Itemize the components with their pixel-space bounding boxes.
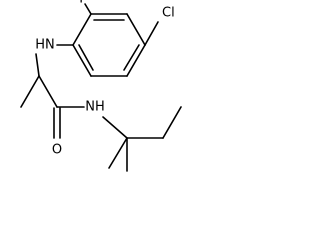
chlorine-label: Cl (162, 6, 175, 21)
fluorine-label: F (79, 0, 86, 7)
cquat-methyl-bond (108, 137, 128, 169)
benzene-ring (72, 13, 146, 77)
ring-bond (72, 44, 92, 77)
ring-bond (126, 44, 146, 77)
aniline-nh-label: HN (35, 38, 55, 53)
calpha-carbonyl-bond (38, 75, 58, 108)
ring-bond (126, 13, 146, 46)
n-cquat-bond (102, 116, 128, 139)
calpha-methyl-bond (20, 75, 40, 108)
ring-double-bond (78, 44, 94, 71)
ethyl-methyl-bond (162, 106, 182, 139)
ring-bond (72, 13, 92, 46)
oxygen-label: O (52, 143, 62, 158)
c-cl-bond (144, 21, 159, 46)
c-f-bond (84, 3, 92, 15)
chemical-structure-diagram: F Cl HN O NH (20, 0, 182, 172)
ring-double-bond (123, 44, 140, 71)
n-calpha-bond (35, 53, 40, 77)
amide-nh-label: NH (85, 100, 105, 115)
